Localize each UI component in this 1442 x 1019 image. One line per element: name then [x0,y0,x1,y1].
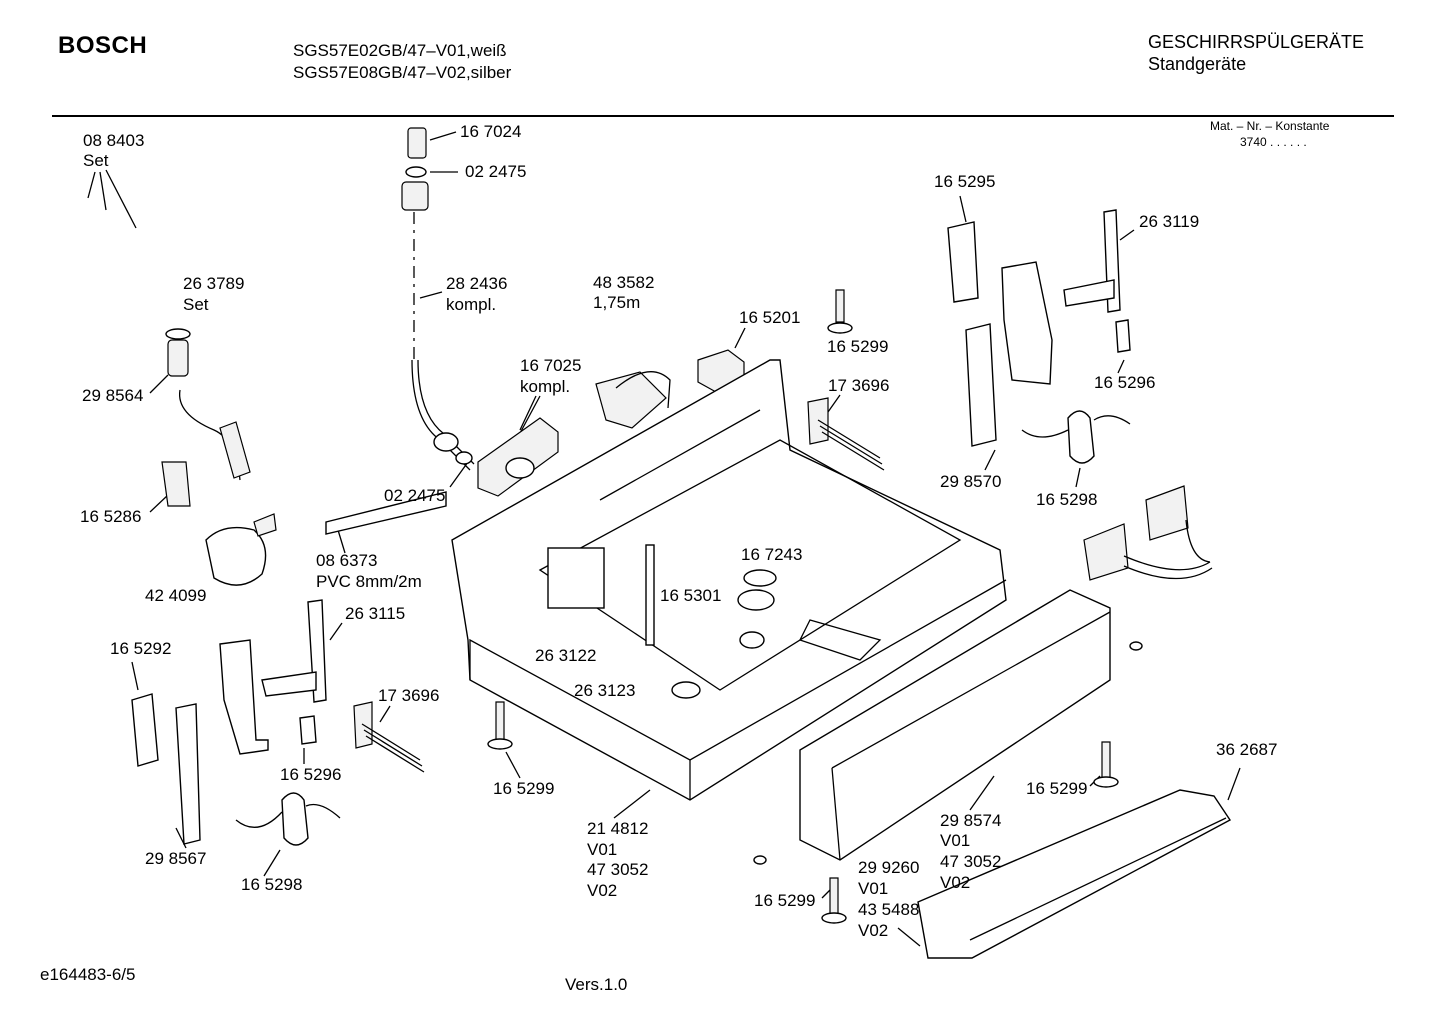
header-divider [52,115,1394,117]
part-label: 29 8574 [940,811,1002,830]
part-label: 16 5299 [827,337,889,356]
part-label: 26 3123 [574,681,636,700]
trim-strip [917,789,1232,959]
part-label: 16 5296 [280,765,342,784]
document-id: e164483-6/5 [40,965,136,984]
part-label: 29 9260 [858,858,920,877]
part-label: 36 2687 [1216,740,1278,759]
part-label: 16 5299 [1026,779,1088,798]
part-label: 17 3696 [378,686,440,705]
part-label: V02 [940,873,971,892]
part-label: kompl. [446,295,497,314]
part-label: 16 5299 [754,891,816,910]
model-line-1: SGS57E02GB/47–V01,weiß [293,41,507,60]
part-label: 21 4812 [587,819,649,838]
part-label: 16 7025 [520,356,582,375]
part-label: 26 3789 [183,274,245,293]
part-label: 42 4099 [145,586,207,605]
part-label: 16 5201 [739,308,801,327]
cable-harness [1083,485,1213,581]
part-label: 16 5299 [493,779,555,798]
part-label: 29 8570 [940,472,1002,491]
part-label: 16 5295 [934,172,996,191]
part-label: 16 5298 [1036,490,1098,509]
appliance-category: GESCHIRRSPÜLGERÄTE Standgeräte [1148,31,1364,75]
part-label: V01 [940,831,971,850]
hose-assembly [401,127,475,471]
part-label: 16 7024 [460,122,522,141]
float-switch-right [1021,410,1131,464]
float-switch-left [235,792,341,846]
part-label: V02 [858,921,889,940]
leveling-feet [487,289,1143,924]
part-label: 17 3696 [828,376,890,395]
part-label: 1,75m [593,293,641,312]
part-label: 16 5301 [660,586,722,605]
part-label: 16 5292 [110,639,172,658]
part-label: 08 8403 [83,131,145,150]
inlet-valve [477,371,671,497]
right-brackets [947,209,1131,447]
spring-left [353,701,425,773]
part-label: 43 5488 [858,900,920,919]
part-label: 16 5296 [1094,373,1156,392]
part-label: V01 [587,840,618,859]
category-title: GESCHIRRSPÜLGERÄTE [1148,32,1365,52]
part-label: 26 3115 [345,604,406,623]
part-label: 16 5298 [241,875,303,894]
mat-nr-value: 3740 . . . . . . [1240,135,1307,149]
part-label: 26 3122 [535,646,597,665]
brand-logo: BOSCH [58,32,148,59]
part-label: 16 5286 [80,507,142,526]
kick-plate-panel [799,589,1111,861]
part-label: 26 3119 [1139,212,1200,231]
part-label: kompl. [520,377,571,396]
version-label: Vers.1.0 [565,975,628,994]
left-brackets [131,599,327,845]
spring-right [807,397,885,471]
part-label: 02 2475 [465,162,527,181]
part-label: V02 [587,881,618,900]
part-label: V01 [858,879,889,898]
part-label: 08 6373 [316,551,378,570]
category-subtitle: Standgeräte [1148,54,1247,74]
part-label: 47 3052 [940,852,1002,871]
part-label: 29 8567 [145,849,207,868]
part-label: PVC 8mm/2m [316,572,422,591]
part-label: 29 8564 [82,386,144,405]
model-line-2: SGS57E08GB/47–V02,silber [293,63,512,82]
part-label: 48 3582 [593,273,655,292]
part-label: Set [83,151,109,170]
part-label: 16 7243 [741,545,803,564]
model-numbers: SGS57E02GB/47–V01,weiß SGS57E08GB/47–V02… [293,40,511,84]
part-label: Set [183,295,209,314]
part-label: 47 3052 [587,860,649,879]
base-tub [451,359,1007,801]
part-label: 02 2475 [384,486,446,505]
left-small-parts [161,328,447,586]
part-label: 28 2436 [446,274,508,293]
mat-nr-label: Mat. – Nr. – Konstante [1210,119,1330,133]
